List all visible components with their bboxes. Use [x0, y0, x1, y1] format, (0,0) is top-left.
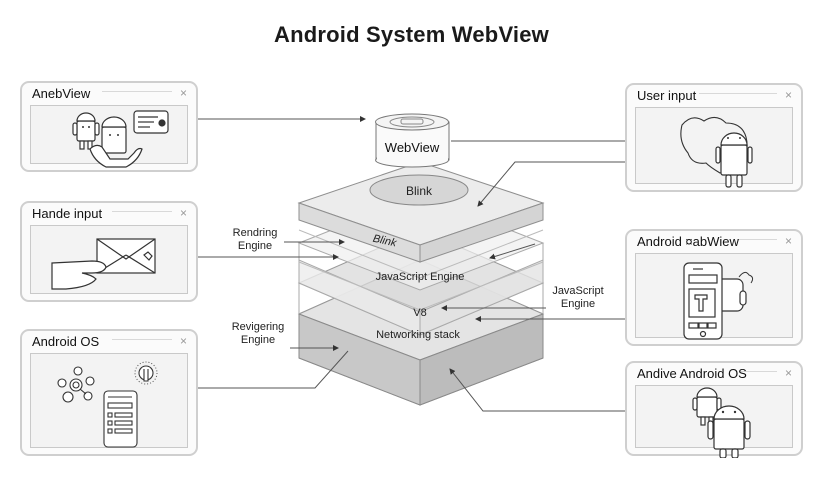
window-android-os[interactable]: Android OS × [20, 329, 198, 456]
v8-label: V8 [413, 307, 426, 319]
connector-andive-networking [449, 368, 680, 412]
android-robots-icon [692, 387, 751, 458]
window-title: Andive Android OS [637, 366, 747, 381]
window-anebview[interactable]: AnebView × [20, 81, 198, 172]
networking-stack-label: Networking stack [376, 329, 460, 341]
hand-envelope-icon [51, 238, 156, 290]
user-input-android-icon [680, 116, 753, 188]
close-icon[interactable]: × [179, 206, 187, 220]
top-blink-slab [297, 161, 545, 263]
window-hande-input[interactable]: Hande input × [20, 201, 198, 302]
javascript-engine-line2: Engine [560, 298, 596, 310]
android-os-icons [57, 361, 158, 448]
close-icon[interactable]: × [784, 88, 792, 102]
blink-layer-label: Blink [372, 233, 398, 250]
revigering-engine-line2: Engine [240, 334, 276, 346]
close-icon[interactable]: × [784, 234, 792, 248]
diagram-title: Android System WebView [274, 22, 549, 47]
connector-right-blink [489, 243, 536, 260]
android-hands-icon [72, 110, 169, 168]
close-icon[interactable]: × [179, 334, 187, 348]
close-icon[interactable]: × [179, 86, 187, 100]
window-title: User input [637, 88, 697, 103]
webview-label: WebView [385, 140, 440, 155]
phone-android-icon [683, 262, 754, 340]
window-user-input[interactable]: User input × [625, 83, 803, 192]
window-android-oabwiew[interactable]: Android ¤abWiew × [625, 229, 803, 346]
revigering-engine-annotation: Revigering Engine [224, 321, 292, 347]
window-body [635, 107, 793, 184]
javascript-engine-annotation: JavaScript Engine [544, 285, 612, 311]
window-title: Hande input [32, 206, 103, 221]
rendering-engine-line1: Rendring [232, 227, 278, 239]
window-title: Android OS [32, 334, 100, 349]
window-andive-android-os[interactable]: Andive Android OS × [625, 361, 803, 458]
connector-networking-androidos [157, 350, 349, 391]
webview-cylinder [375, 113, 450, 168]
javascript-engine-line1: JavaScript [552, 285, 604, 297]
connector-userinput-blink [477, 161, 672, 207]
window-title: AnebView [32, 86, 91, 101]
window-title: Android ¤abWiew [637, 234, 739, 249]
close-icon[interactable]: × [784, 366, 792, 380]
rendering-engine-line2: Engine [237, 240, 273, 252]
blink-top-label: Blink [406, 184, 433, 198]
revigering-engine-line1: Revigering [231, 321, 285, 333]
javascript-engine-label: JavaScript Engine [376, 271, 465, 283]
rendering-engine-annotation: Rendring Engine [224, 227, 286, 253]
